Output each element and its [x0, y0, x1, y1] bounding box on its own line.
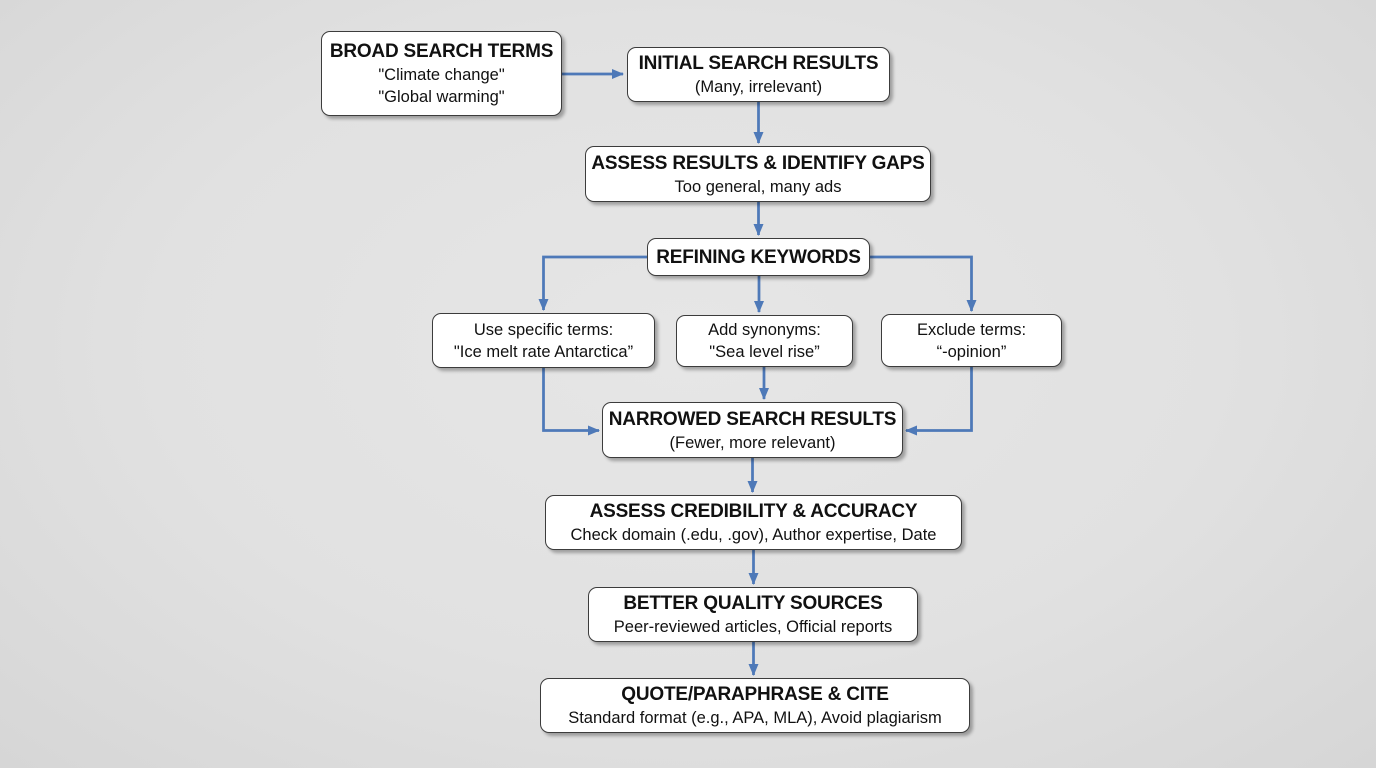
node-subtitle: "Ice melt rate Antarctica” [453, 342, 634, 361]
node-subtitle: “-opinion” [936, 342, 1007, 361]
node-subtitle: Standard format (e.g., APA, MLA), Avoid … [568, 709, 942, 727]
connector-refining-to-exclude-terms [870, 255, 977, 312]
node-exclude-terms: Exclude terms: “-opinion” [881, 314, 1062, 367]
node-assess-results-identify-gaps: ASSESS RESULTS & IDENTIFY GAPS Too gener… [585, 146, 931, 202]
node-use-specific-terms: Use specific terms: "Ice melt rate Antar… [432, 313, 655, 368]
node-subtitle: Exclude terms: [916, 320, 1027, 339]
node-subtitle: (Many, irrelevant) [694, 78, 823, 96]
connector-refining-to-use-specific [538, 255, 647, 311]
node-title: ASSESS CREDIBILITY & ACCURACY [589, 501, 918, 522]
node-title: QUOTE/PARAPHRASE & CITE [621, 684, 889, 705]
node-assess-credibility-accuracy: ASSESS CREDIBILITY & ACCURACY Check doma… [545, 495, 962, 550]
node-subtitle: Peer-reviewed articles, Official reports [613, 618, 893, 636]
node-refining-keywords: REFINING KEYWORDS [647, 238, 870, 276]
connector-use-specific-to-narrowed [542, 368, 600, 436]
node-subtitle: Add synonyms: [708, 321, 821, 339]
connector-exclude-terms-to-narrowed [905, 367, 973, 436]
node-subtitle: Too general, many ads [674, 177, 842, 196]
node-subtitle: Use specific terms: [473, 320, 614, 339]
node-title: NARROWED SEARCH RESULTS [608, 408, 897, 430]
node-subtitle: Check domain (.edu, .gov), Author expert… [570, 526, 937, 544]
node-narrowed-search-results: NARROWED SEARCH RESULTS (Fewer, more rel… [602, 402, 903, 458]
node-quote-paraphrase-cite: QUOTE/PARAPHRASE & CITE Standard format … [540, 678, 970, 733]
node-title: REFINING KEYWORDS [656, 246, 861, 268]
node-initial-search-results: INITIAL SEARCH RESULTS (Many, irrelevant… [627, 47, 890, 102]
node-subtitle: "Climate change" [378, 66, 505, 84]
node-subtitle: "Global warming" [378, 88, 505, 106]
node-title: BROAD SEARCH TERMS [329, 41, 554, 62]
node-title: BETTER QUALITY SOURCES [623, 593, 883, 614]
node-title: INITIAL SEARCH RESULTS [638, 53, 879, 74]
node-broad-search-terms: BROAD SEARCH TERMS "Climate change" "Glo… [321, 31, 562, 116]
node-better-quality-sources: BETTER QUALITY SOURCES Peer-reviewed art… [588, 587, 918, 642]
node-subtitle: "Sea level rise” [709, 343, 820, 361]
node-add-synonyms: Add synonyms: "Sea level rise” [676, 315, 853, 367]
node-title: ASSESS RESULTS & IDENTIFY GAPS [591, 152, 925, 174]
node-subtitle: (Fewer, more relevant) [669, 433, 836, 452]
